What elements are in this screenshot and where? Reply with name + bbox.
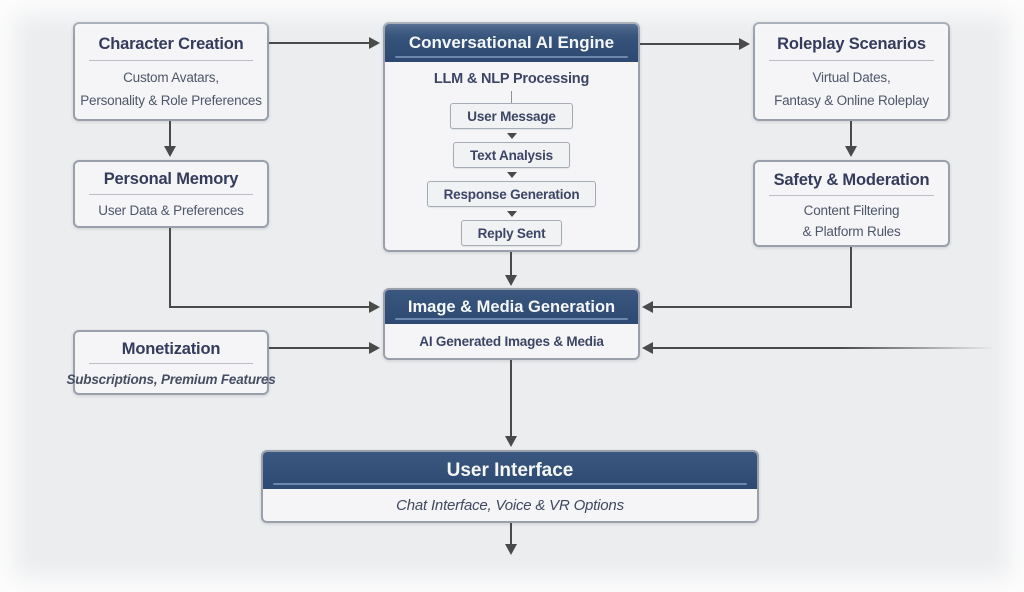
subtitle-line: Content Filtering <box>803 203 900 218</box>
arrow-memory-to-imagegen-horizontal <box>169 306 371 308</box>
arrowhead-down-icon <box>505 275 517 286</box>
title-divider <box>89 60 253 61</box>
node-subtitle: Virtual Dates, Fantasy & Online Roleplay <box>774 66 929 112</box>
step-label: Response Generation <box>443 186 580 202</box>
node-roleplay-scenarios: Roleplay Scenarios Virtual Dates, Fantas… <box>753 22 950 121</box>
arrow-character-to-engine <box>269 42 371 44</box>
step-reply-sent: Reply Sent <box>460 220 563 246</box>
step-label: Text Analysis <box>470 147 553 163</box>
node-image-media-generation: Image & Media Generation AI Generated Im… <box>383 288 640 360</box>
arrow-safety-to-imagegen-vertical <box>850 247 852 308</box>
node-character-creation: Character Creation Custom Avatars, Perso… <box>73 22 269 121</box>
image-gen-subtitle: AI Generated Images & Media <box>419 333 604 349</box>
step-response-generation: Response Generation <box>426 181 597 207</box>
node-subtitle: Custom Avatars, Personality & Role Prefe… <box>80 66 262 112</box>
arrow-engine-to-roleplay <box>640 43 741 45</box>
step-connector <box>506 168 517 181</box>
arrow-safety-to-imagegen-horizontal <box>651 306 852 308</box>
subtitle-line: & Platform Rules <box>802 224 901 239</box>
arrowhead-right-icon <box>739 38 750 50</box>
arrowhead-right-icon <box>369 301 380 313</box>
ui-header: User Interface <box>263 452 757 489</box>
node-title: Safety & Moderation <box>773 171 930 189</box>
arrowhead-down-icon <box>505 436 517 447</box>
title-divider <box>89 363 253 364</box>
ui-title: User Interface <box>446 459 574 481</box>
step-connector <box>506 129 517 142</box>
arrow-ui-down <box>510 523 512 546</box>
arrowhead-down-icon <box>164 146 176 157</box>
node-personal-memory: Personal Memory User Data & Preferences <box>73 160 269 228</box>
engine-title: Conversational AI Engine <box>408 33 615 52</box>
step-label: User Message <box>467 108 556 124</box>
arrow-character-to-memory <box>169 121 171 148</box>
node-subtitle: User Data & Preferences <box>98 199 244 222</box>
arrow-memory-to-imagegen-vertical <box>169 228 171 308</box>
step-label: Reply Sent <box>477 225 546 241</box>
step-text-analysis: Text Analysis <box>453 142 570 168</box>
step-connector <box>506 207 517 220</box>
image-gen-title: Image & Media Generation <box>407 297 616 316</box>
arrow-down-icon <box>506 210 517 217</box>
subtitle-line: Fantasy & Online Roleplay <box>774 93 929 108</box>
subtitle-line: Virtual Dates, <box>812 70 891 85</box>
arrow-down-icon <box>506 132 517 139</box>
arrow-imagegen-to-ui <box>510 360 512 438</box>
node-conversational-ai-engine: Conversational AI Engine LLM & NLP Proce… <box>383 22 640 252</box>
arrow-engine-to-imagegen <box>510 252 512 277</box>
title-divider <box>89 194 253 195</box>
image-gen-header: Image & Media Generation <box>385 290 638 324</box>
arrow-down-icon <box>506 171 517 178</box>
arrowhead-right-icon <box>369 37 380 49</box>
engine-subtitle: LLM & NLP Processing <box>433 71 590 87</box>
arrow-monetization-to-imagegen <box>269 347 371 349</box>
node-title: Personal Memory <box>103 170 239 188</box>
arrowhead-down-icon <box>845 146 857 157</box>
title-divider <box>769 60 934 61</box>
arrowhead-left-icon <box>642 301 653 313</box>
step-user-message: User Message <box>450 103 573 129</box>
subtitle-line: Custom Avatars, <box>123 70 219 85</box>
subtitle-line: Subscriptions, Premium Features <box>66 372 276 387</box>
engine-header: Conversational AI Engine <box>385 24 638 62</box>
node-title: Monetization <box>121 340 221 358</box>
subtitle-line: Personality & Role Preferences <box>80 93 262 108</box>
arrow-roleplay-to-safety <box>850 121 852 148</box>
node-monetization: Monetization Subscriptions, Premium Feat… <box>66 330 276 395</box>
connector-stem <box>510 91 513 103</box>
ui-subtitle: Chat Interface, Voice & VR Options <box>396 496 624 514</box>
arrowhead-left-icon <box>642 342 653 354</box>
subtitle-line: User Data & Preferences <box>98 203 244 218</box>
arrowhead-right-icon <box>369 342 380 354</box>
arrow-right-edge-to-imagegen <box>651 347 995 349</box>
node-subtitle: Subscriptions, Premium Features <box>66 368 275 391</box>
arrowhead-down-icon <box>505 544 517 555</box>
node-title: Roleplay Scenarios <box>777 35 926 53</box>
node-user-interface: User Interface Chat Interface, Voice & V… <box>261 450 759 523</box>
node-title: Character Creation <box>98 35 244 53</box>
title-divider <box>769 195 934 196</box>
node-safety-moderation: Safety & Moderation Content Filtering & … <box>753 160 950 247</box>
node-subtitle: Content Filtering & Platform Rules <box>802 200 900 242</box>
